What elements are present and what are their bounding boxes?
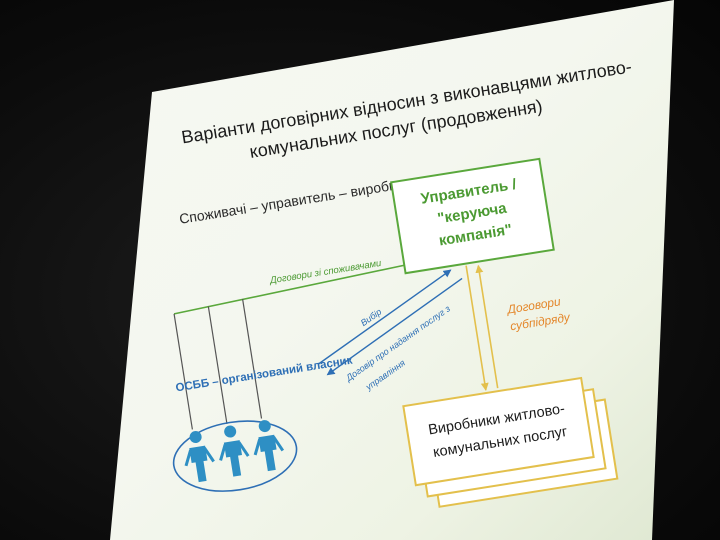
consumer-contracts-top-line: [173, 264, 405, 315]
manager-box: [390, 157, 555, 275]
subcontract-arrow-down: [465, 265, 489, 392]
person-icon: [253, 420, 285, 472]
choice-arrow: [318, 269, 452, 365]
person-icon: [184, 431, 215, 483]
person-icon: [219, 425, 250, 477]
consumer-contracts-drop-1: [173, 313, 193, 430]
consumer-contracts-drop-2: [207, 306, 228, 425]
consumer-contracts-drop-3: [242, 298, 263, 419]
owners-ellipse: [172, 420, 298, 492]
subcontract-arrow-up: [475, 264, 499, 389]
service-contract-arrow: [326, 277, 463, 376]
producers-box: [402, 376, 595, 487]
